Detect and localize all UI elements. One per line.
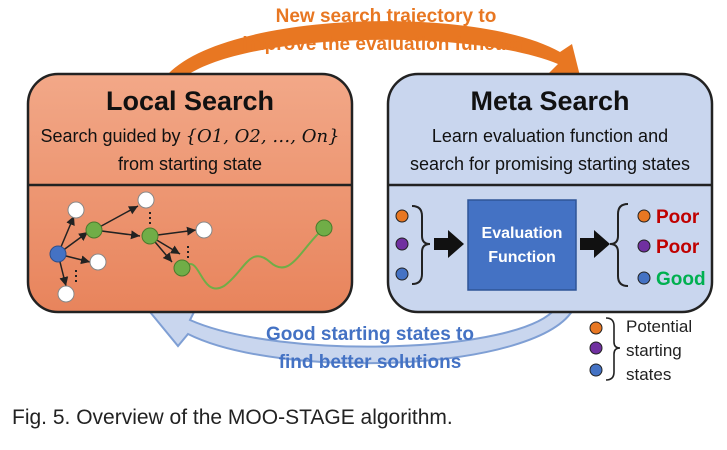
local-search-title: Local Search [106,86,274,116]
output-dot-orange [637,209,651,223]
meta-search-title: Meta Search [470,86,629,116]
input-dot-orange [395,209,409,223]
legend-dot-orange [589,321,603,335]
bottom-arrow-line1: Good starting states to [266,324,474,345]
local-search-desc-line2: from starting state [118,154,262,174]
graph-node-neighbor [57,285,75,303]
legend-label-line2: starting [626,341,682,360]
input-dot-blue [395,267,409,281]
evaluation-function-box [467,199,577,291]
legend-dot-purple [589,341,603,355]
output-label-2: Poor [656,237,700,258]
evaluation-box-line1: Evaluation [482,225,563,242]
local-search-desc-line1: Search guided by {O1, O2, …, On} [40,126,339,147]
graph-node-path [173,259,191,277]
evaluation-box-line2: Function [488,249,556,266]
meta-search-panel: Meta Search Learn evaluation function an… [386,72,714,314]
top-arrow [168,21,580,76]
legend-brace [605,317,621,381]
graph-node-neighbor [89,253,107,271]
top-arrow-line1: New search trajectory to [276,6,497,27]
arrow-out-of-evaluation [580,230,610,258]
output-label-1: Poor [656,207,700,228]
top-arrow-shape [168,21,580,76]
local-search-desc-prefix: Search guided by [40,126,185,146]
graph-node-start [49,245,67,263]
output-dot-blue [637,271,651,285]
graph-node-neighbor [137,191,155,209]
graph-node-neighbor [67,201,85,219]
graph-node-path [315,219,333,237]
meta-search-desc-line1: Learn evaluation function and [432,126,668,146]
output-dot-purple [637,239,651,253]
starting-states-legend: Potential starting states [589,317,692,384]
legend-label-line1: Potential [626,317,692,336]
legend-dot-blue [589,363,603,377]
meta-search-desc-line2: search for promising starting states [410,154,690,174]
output-label-3: Good [656,269,706,290]
graph-node-path [141,227,159,245]
top-arrow-line2: improve the evaluation function [242,34,529,55]
input-brace [411,205,431,285]
local-search-panel: Local Search Search guided by {O1, O2, …… [26,72,354,314]
output-brace [609,203,629,287]
graph-node-neighbor [195,221,213,239]
local-search-desc-math: {O1, O2, …, On} [186,126,340,147]
bottom-arrow-line2: find better solutions [279,352,462,373]
graph-node-path [85,221,103,239]
legend-label-line3: states [626,365,671,384]
search-graph [49,191,333,303]
input-dot-purple [395,237,409,251]
figure-caption: Fig. 5. Overview of the MOO-STAGE algori… [12,406,453,429]
arrow-into-evaluation [434,230,464,258]
